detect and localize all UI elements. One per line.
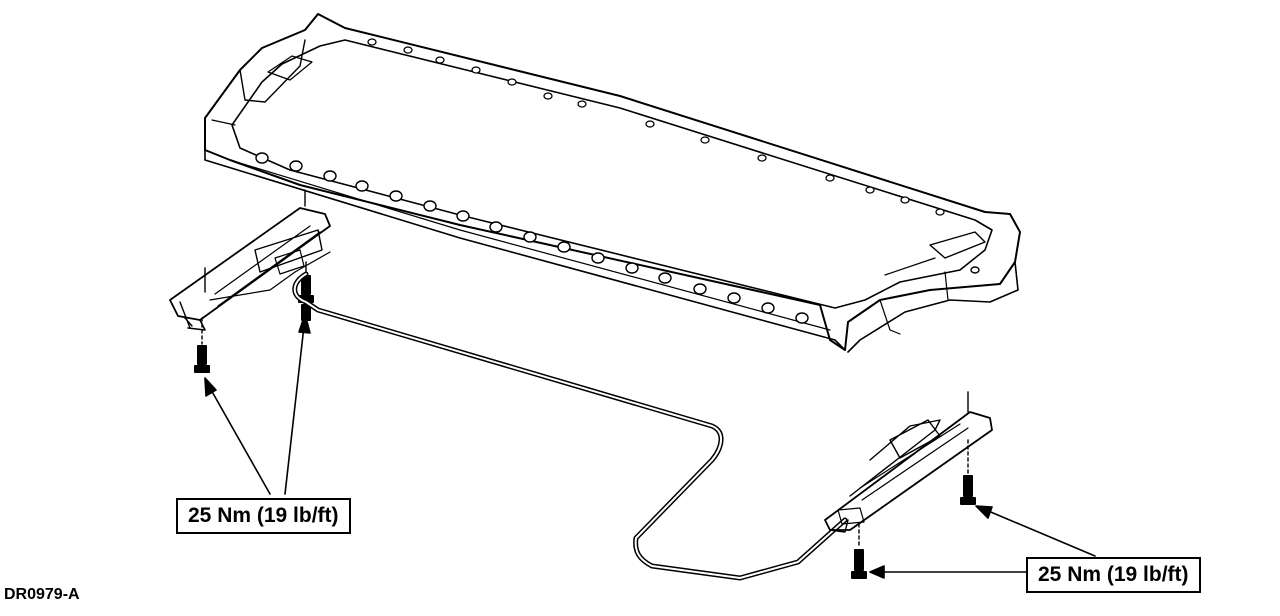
callout-arrows xyxy=(204,313,1096,579)
release-cable xyxy=(292,271,848,581)
left-bolts xyxy=(194,261,314,373)
left-seat-track xyxy=(169,189,331,331)
right-seat-track xyxy=(824,391,993,533)
right-bolts xyxy=(851,475,976,579)
torque-callout-right: 25 Nm (19 lb/ft) xyxy=(1026,557,1201,593)
seat-frame xyxy=(204,13,1021,353)
torque-callout-left: 25 Nm (19 lb/ft) xyxy=(176,498,351,534)
figure-id: DR0979-A xyxy=(4,586,80,603)
